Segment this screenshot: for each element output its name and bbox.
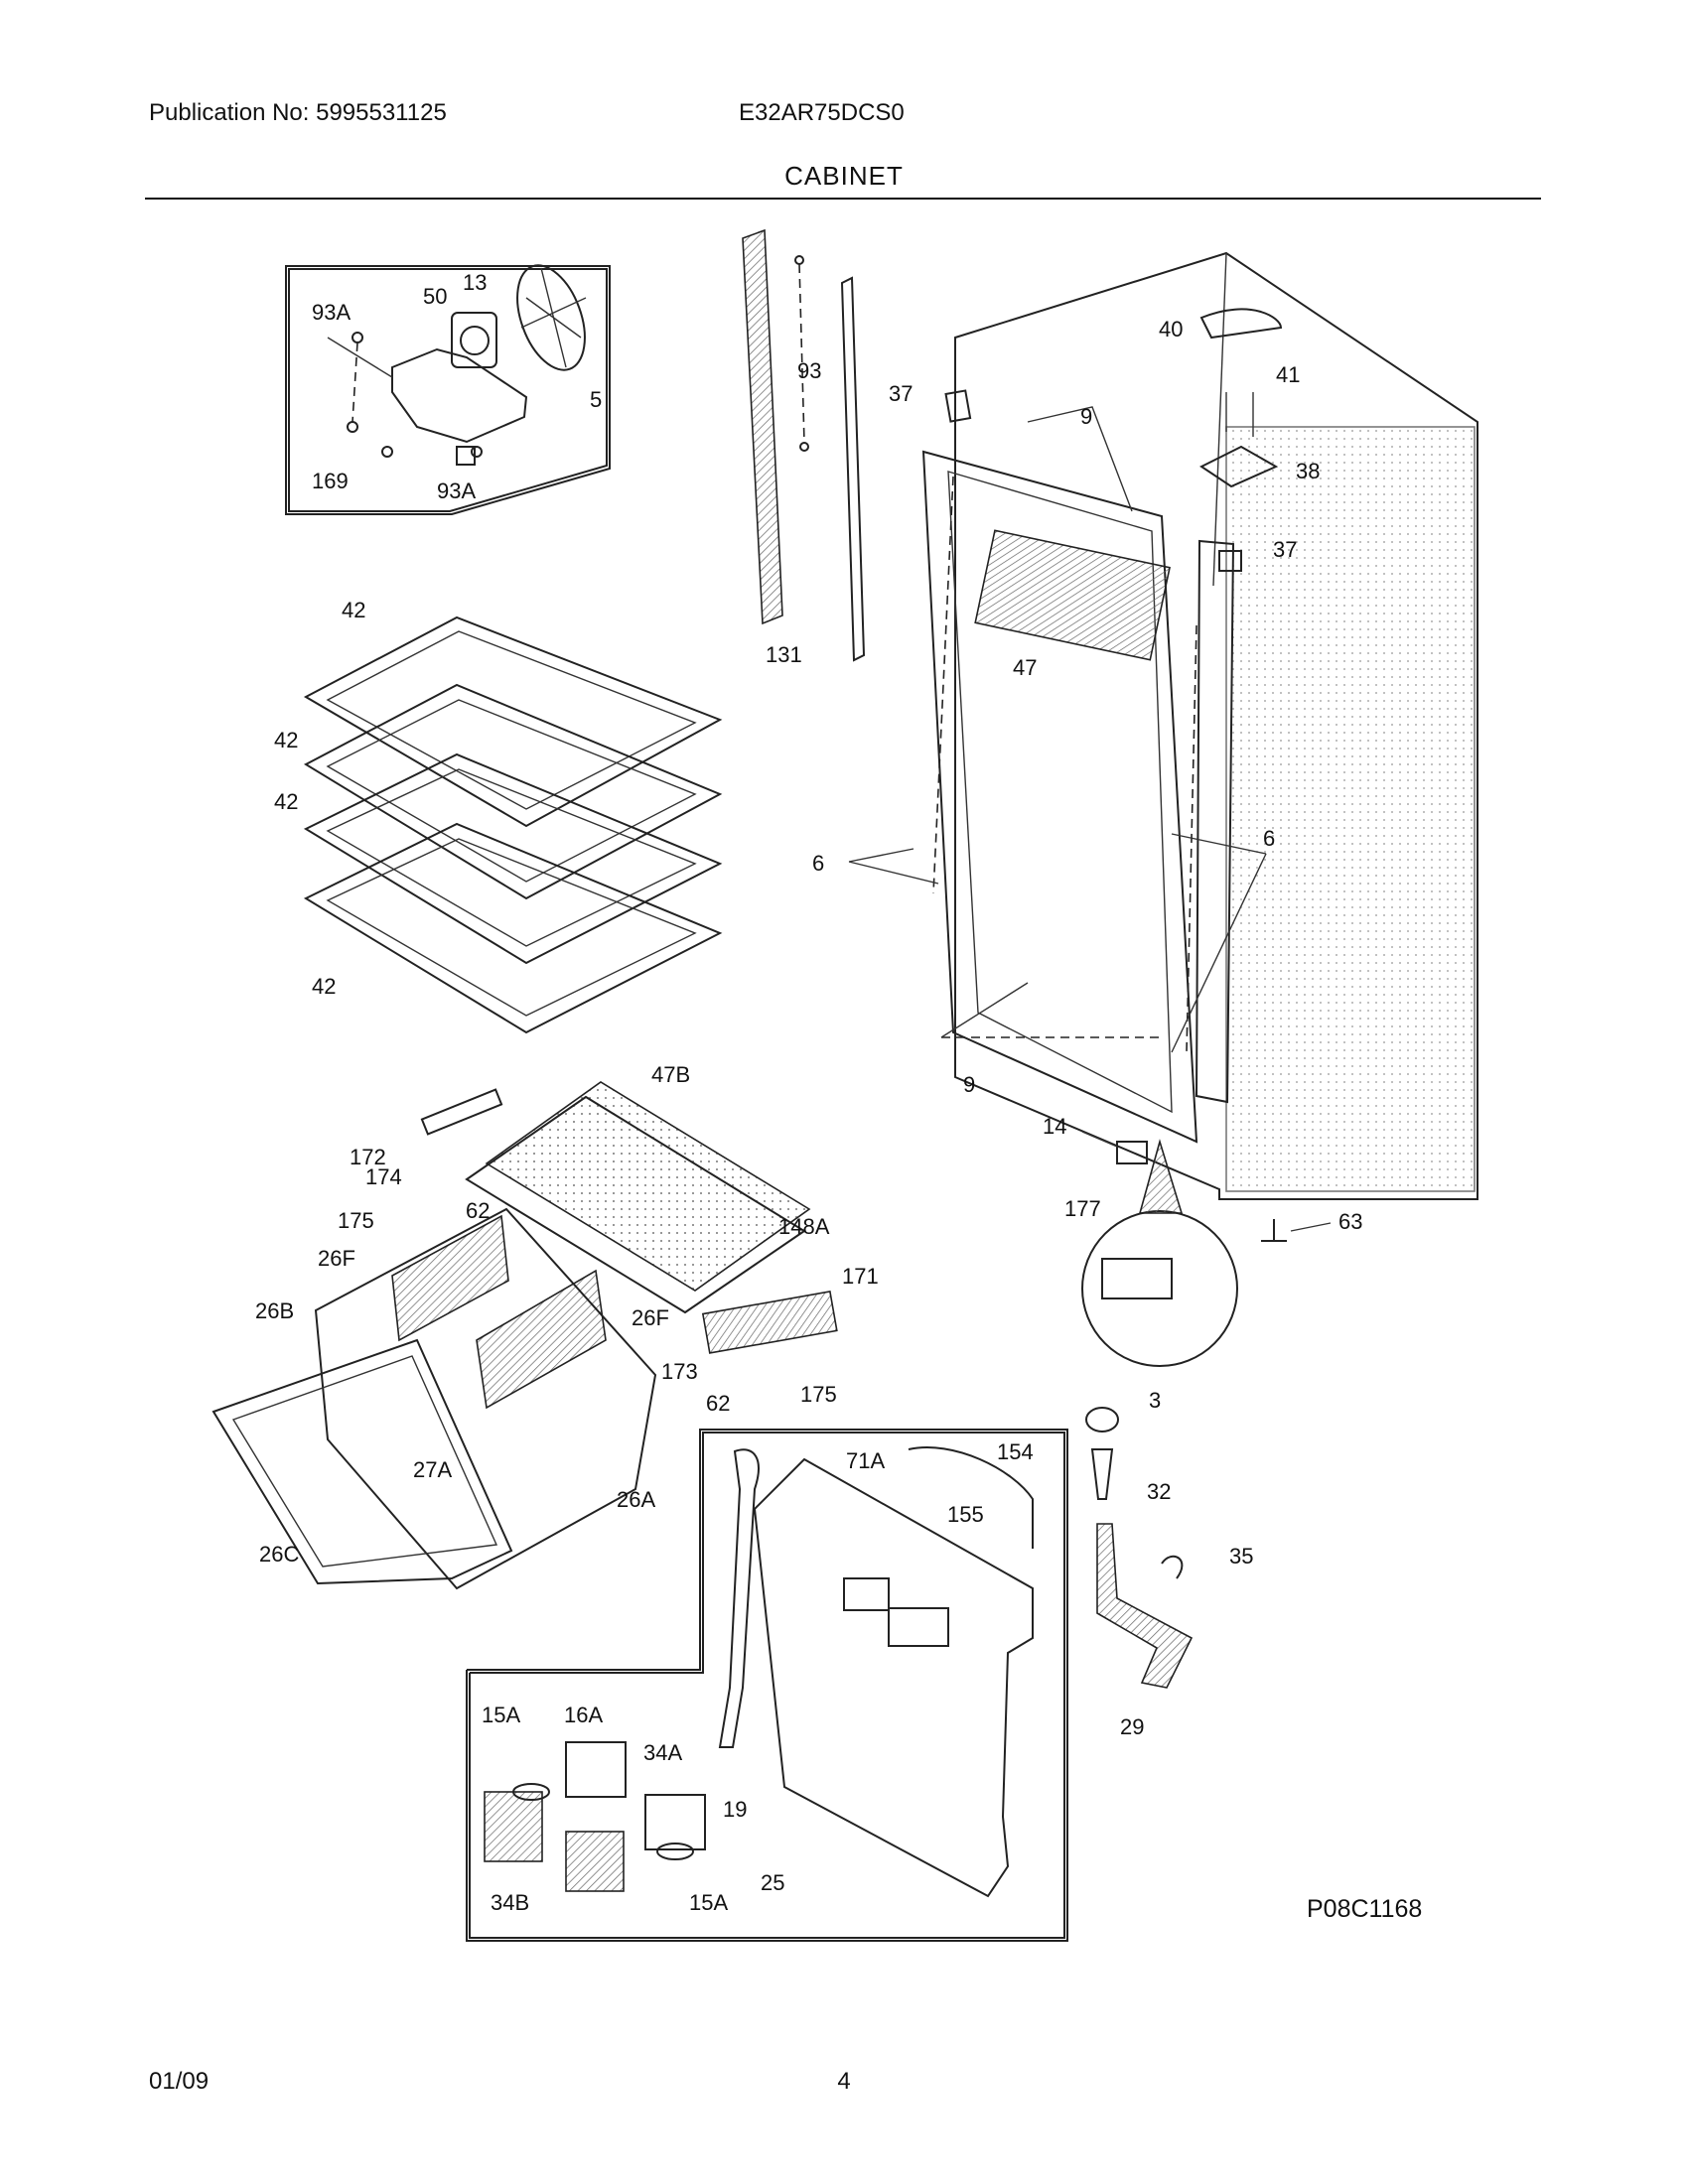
callout-93a: 93A — [312, 300, 351, 325]
callout-174: 174 — [365, 1164, 402, 1189]
callout-9-lower: 9 — [963, 1072, 975, 1097]
callout-37-lower: 37 — [1273, 537, 1297, 562]
shelf-icon — [303, 683, 723, 900]
crisper-drawer-icon: 172 47B 174 175 62 148A 26F 26B 26F 171 … — [211, 1062, 879, 1590]
callout-42-4: 42 — [312, 974, 336, 999]
callout-63: 63 — [1338, 1209, 1362, 1234]
shelf-stack: 42 42 42 42 — [274, 598, 723, 1034]
figure-code: P08C1168 — [1307, 1895, 1423, 1923]
callout-42: 42 — [342, 598, 365, 622]
callout-173: 173 — [661, 1359, 698, 1384]
callout-13: 13 — [463, 270, 487, 295]
shelf-rails: 93 131 — [742, 228, 866, 667]
callout-169: 169 — [312, 469, 349, 493]
callout-41: 41 — [1276, 362, 1300, 387]
callout-93: 93 — [797, 358, 821, 383]
cabinet-icon: 40 37 41 9 38 37 47 6 6 9 — [812, 251, 1478, 1200]
callout-34a: 34A — [643, 1740, 682, 1765]
section-title: CABINET — [784, 161, 904, 191]
shelf-icon — [303, 752, 723, 965]
callout-37: 37 — [889, 381, 913, 406]
gasket-strip — [718, 1448, 760, 1748]
callout-62: 62 — [466, 1198, 490, 1223]
fan-motor-inset: 50 13 93A 5 169 93A — [285, 264, 611, 515]
fan-motor-icon — [327, 312, 528, 466]
callout-32: 32 — [1147, 1479, 1171, 1504]
callout-27a: 27A — [413, 1457, 452, 1482]
callout-131: 131 — [766, 642, 802, 667]
callout-25: 25 — [761, 1870, 784, 1895]
callout-26b: 26B — [255, 1298, 294, 1323]
callout-155: 155 — [947, 1502, 984, 1527]
shelf-icon — [303, 615, 723, 828]
footer-date: 01/09 — [149, 2068, 210, 2095]
page-number: 4 — [837, 2068, 851, 2095]
callout-15a: 15A — [482, 1703, 520, 1727]
callout-34b: 34B — [491, 1890, 529, 1915]
callout-38: 38 — [1296, 459, 1320, 483]
callout-16a: 16A — [564, 1703, 603, 1727]
callout-3: 3 — [1149, 1388, 1161, 1413]
callout-47: 47 — [1013, 655, 1037, 680]
callout-19: 19 — [723, 1797, 747, 1822]
callout-5: 5 — [590, 387, 602, 412]
rear-panel-and-lights: 71A 154 155 15A 16A 34A 19 34B 15A 25 — [466, 1429, 1068, 1942]
callout-47b: 47B — [651, 1062, 690, 1087]
inset-frame — [285, 265, 611, 515]
callout-15a-lower: 15A — [689, 1890, 728, 1915]
fan-blade-icon — [516, 264, 587, 371]
callout-9: 9 — [1080, 404, 1092, 429]
header-rule — [145, 198, 1541, 200]
callout-50: 50 — [423, 284, 447, 309]
callout-171: 171 — [842, 1264, 879, 1289]
callout-6: 6 — [812, 851, 824, 876]
callout-35: 35 — [1229, 1544, 1253, 1569]
callout-93a-lower: 93A — [437, 478, 476, 503]
callout-26c: 26C — [259, 1542, 299, 1567]
inset-frame-inner — [288, 268, 608, 512]
hinge — [1199, 445, 1279, 488]
callout-40: 40 — [1159, 317, 1183, 341]
callout-154: 154 — [997, 1439, 1034, 1464]
light-bulb-icon — [484, 1741, 706, 1892]
callout-6-right: 6 — [1263, 826, 1275, 851]
callout-26f-right: 26F — [632, 1305, 669, 1330]
callout-172: 172 — [350, 1145, 386, 1169]
model-number: E32AR75DCS0 — [739, 99, 905, 126]
drain-tube-icon: 3 32 35 29 — [1085, 1388, 1253, 1739]
hinge-cover — [1199, 308, 1283, 340]
callout-29: 29 — [1120, 1714, 1144, 1739]
callout-177: 177 — [1064, 1196, 1101, 1221]
callout-26a: 26A — [617, 1487, 655, 1512]
callout-71a: 71A — [846, 1448, 885, 1473]
callout-14: 14 — [1043, 1114, 1066, 1139]
publication-number: Publication No: 5995531125 — [149, 99, 447, 126]
control-panel — [974, 529, 1171, 661]
shelf-icon — [303, 822, 723, 1034]
callout-175: 175 — [338, 1208, 374, 1233]
callout-62-lower: 62 — [706, 1391, 730, 1416]
callout-42-3: 42 — [274, 789, 298, 814]
callout-175-lower: 175 — [800, 1382, 837, 1407]
callout-26f: 26F — [318, 1246, 355, 1271]
callout-148a: 148A — [778, 1214, 830, 1239]
callout-42-2: 42 — [274, 728, 298, 752]
switch-detail: 14 177 63 — [1043, 1114, 1362, 1367]
